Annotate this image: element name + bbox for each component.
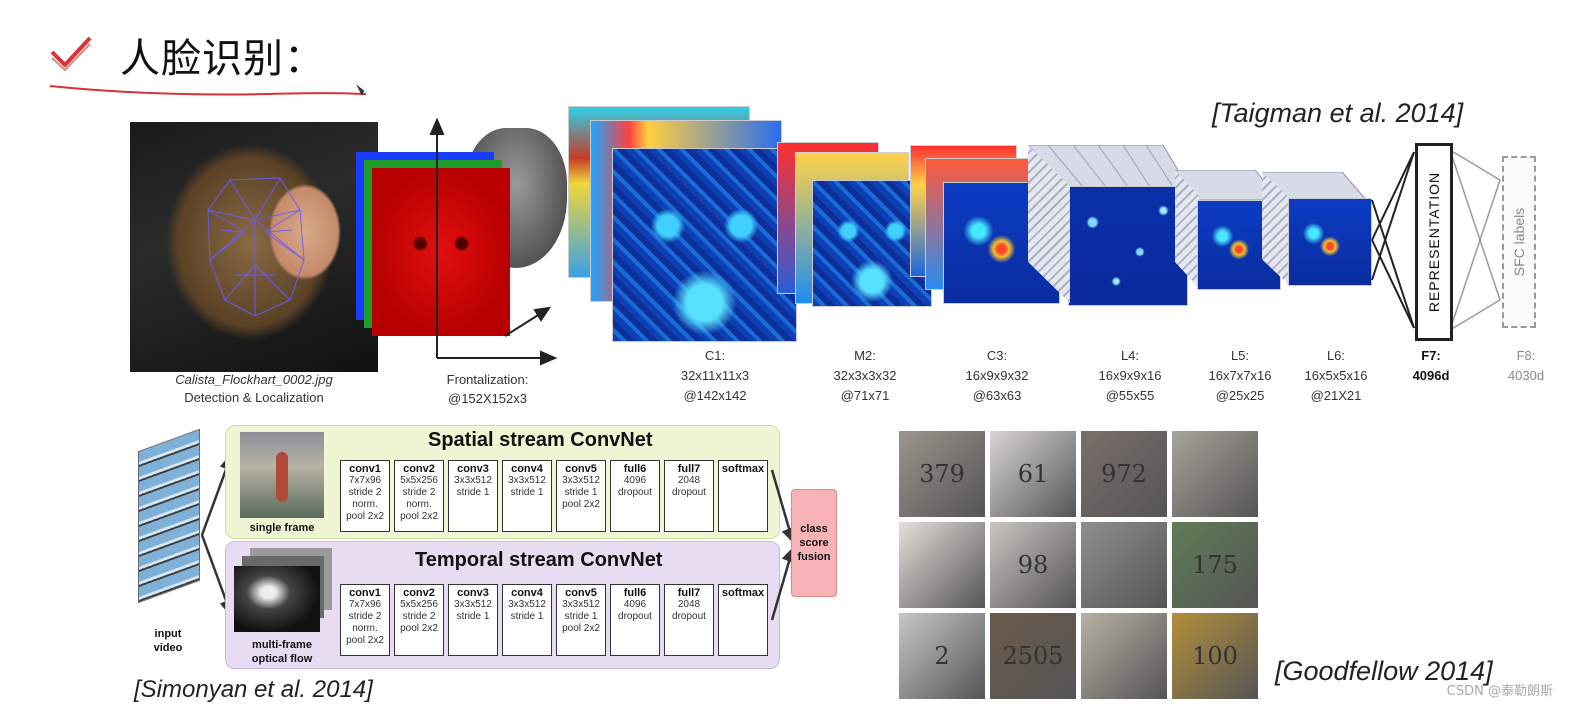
page-title: 人脸识别：: [120, 26, 325, 84]
landmark-mesh: [200, 170, 310, 320]
layer-caption-f8: F8:4030d: [1494, 346, 1558, 386]
handdrawn-underline: [48, 82, 368, 104]
axes-arrows: [425, 118, 560, 368]
house-number-tile: 2: [899, 613, 985, 699]
house-number-tile: 98: [990, 522, 1076, 608]
single-frame-thumbnail: [240, 432, 324, 518]
representation-layer: REPRESENTATION: [1415, 143, 1453, 341]
house-number-text: 379: [899, 460, 985, 488]
spatial-stream-title: Spatial stream ConvNet: [428, 429, 653, 452]
layer-caption-c1: C1:32x11x11x3@142x142: [660, 346, 770, 406]
house-number-tile: [899, 522, 985, 608]
house-number-text: 2: [899, 642, 985, 670]
house-number-tile: 61: [990, 431, 1076, 517]
house-number-text: 100: [1172, 642, 1258, 670]
house-number-text: 972: [1081, 460, 1167, 488]
single-frame-label: single frame: [236, 522, 328, 534]
sfc-labels-layer: SFC labels: [1502, 156, 1536, 328]
layer-caption-l5: L5:16x7x7x16@25x25: [1190, 346, 1290, 406]
c1-front-map: [612, 148, 797, 342]
house-number-tile: 175: [1172, 522, 1258, 608]
l6-front-map: [1288, 198, 1372, 286]
layer-caption-l6: L6:16x5x5x16@21X21: [1288, 346, 1384, 406]
optical-flow-front: [234, 566, 320, 632]
l4-front-map: [1068, 186, 1188, 306]
house-number-tile: [1081, 522, 1167, 608]
temporal-stream-title: Temporal stream ConvNet: [415, 549, 662, 572]
house-number-tile: 100: [1172, 613, 1258, 699]
spatial-layer-softmax: softmax: [718, 460, 768, 532]
house-number-tile: 2505: [990, 613, 1076, 699]
layer-caption-c3: C3:16x9x9x32@63x63: [942, 346, 1052, 406]
citation-taigman: [Taigman et al. 2014]: [1212, 98, 1463, 129]
checkmark-icon: [48, 32, 94, 72]
frontalization-caption: Frontalization:@152X152x3: [430, 370, 545, 408]
temporal-layer-softmax: softmax: [718, 584, 768, 656]
photo-caption: Detection & Localization: [130, 390, 378, 405]
house-number-text: 98: [990, 551, 1076, 579]
house-number-tile: 379: [899, 431, 985, 517]
house-number-text: 2505: [990, 642, 1076, 670]
watermark: CSDN @泰勒朗斯: [1447, 680, 1553, 699]
house-number-tile: 972: [1081, 431, 1167, 517]
house-number-text: 61: [990, 460, 1076, 488]
house-number-text: 175: [1172, 551, 1258, 579]
layer-caption-f7: F7:4096d: [1398, 346, 1464, 386]
photo-filename: Calista_Flockhart_0002.jpg: [130, 372, 378, 387]
citation-simonyan: [Simonyan et al. 2014]: [134, 676, 373, 704]
layer-caption-m2: M2:32x3x3x32@71x71: [810, 346, 920, 406]
house-number-tile: [1081, 613, 1167, 699]
layer-caption-l4: L4:16x9x9x16@55x55: [1075, 346, 1185, 406]
house-number-tile: [1172, 431, 1258, 517]
